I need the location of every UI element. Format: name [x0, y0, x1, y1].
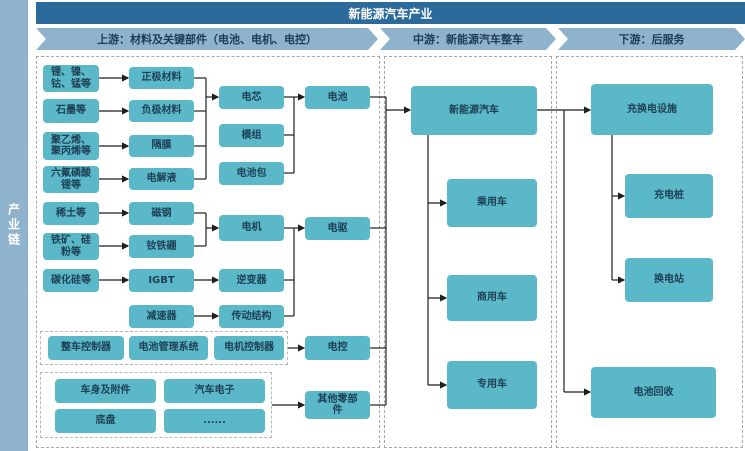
node-magnet-steel: 磁钢: [129, 202, 194, 225]
stage-midstream: 中游：新能源汽车整车: [380, 28, 556, 50]
node-raw-rare-earth: 稀土等: [43, 202, 99, 225]
node-battery: 电池: [305, 86, 370, 109]
node-ndfeb: 钕铁硼: [129, 235, 194, 258]
node-battery-recycling: 电池回收: [591, 367, 716, 418]
node-raw-pe-pp: 聚乙烯、 聚丙烯等: [43, 132, 99, 160]
node-raw-graphite: 石墨等: [43, 99, 99, 123]
downstream-section: [556, 56, 743, 448]
node-raw-iron-silicon: 铁矿、硅 粉等: [43, 233, 99, 260]
node-anode: 负极材料: [129, 100, 194, 122]
node-chassis: 底盘: [55, 409, 156, 433]
upstream-section: [36, 56, 380, 448]
node-vehicle-controller: 整车控制器: [48, 336, 124, 360]
node-charging-pile: 充电桩: [625, 174, 713, 218]
node-charging-swapping-facility: 充换电设施: [591, 84, 713, 135]
node-inverter: 逆变器: [219, 269, 284, 292]
node-cell: 电芯: [219, 86, 284, 109]
node-cathode: 正极材料: [129, 67, 194, 89]
node-raw-silicon-carbide: 碳化硅等: [43, 269, 99, 292]
stage-upstream: 上游：材料及关键部件（电池、电机、电控）: [36, 28, 378, 50]
midstream-section: [384, 56, 552, 448]
node-raw-lipf6: 六氟磷酸 锂等: [43, 166, 99, 193]
control-components-group: [40, 331, 288, 365]
other-parts-group: [40, 372, 272, 438]
node-raw-lithium-nickel-cobalt-manganese: 锂、镍、 钴、锰等: [43, 65, 99, 92]
node-body-accessories: 车身及附件: [55, 379, 156, 403]
page-title: 新能源汽车产业: [36, 2, 745, 24]
sidebar-label: 产业链: [0, 0, 28, 451]
node-battery-swap-station: 换电站: [625, 258, 713, 302]
node-igbt: IGBT: [129, 269, 194, 292]
node-passenger-car: 乘用车: [447, 179, 537, 227]
node-motor: 电机: [219, 215, 284, 241]
node-reducer: 减速器: [129, 305, 194, 328]
node-new-energy-vehicle: 新能源汽车: [411, 86, 537, 135]
node-transmission: 传动结构: [219, 305, 284, 328]
node-etc: ......: [164, 409, 265, 433]
node-bms: 电池管理系统: [129, 336, 208, 360]
node-other-parts: 其他零部 件: [305, 391, 370, 419]
node-commercial-vehicle: 商用车: [447, 275, 537, 321]
node-electrolyte: 电解液: [129, 168, 194, 190]
node-module: 模组: [219, 124, 284, 147]
node-special-vehicle: 专用车: [447, 361, 537, 409]
node-separator: 隔膜: [129, 135, 194, 157]
node-e-control: 电控: [305, 336, 370, 360]
node-auto-electronics: 汽车电子: [164, 379, 265, 403]
node-battery-pack: 电池包: [219, 162, 284, 185]
stage-downstream: 下游：后服务: [558, 28, 745, 50]
node-motor-controller: 电机控制器: [214, 336, 284, 360]
node-e-drive: 电驱: [305, 217, 370, 240]
